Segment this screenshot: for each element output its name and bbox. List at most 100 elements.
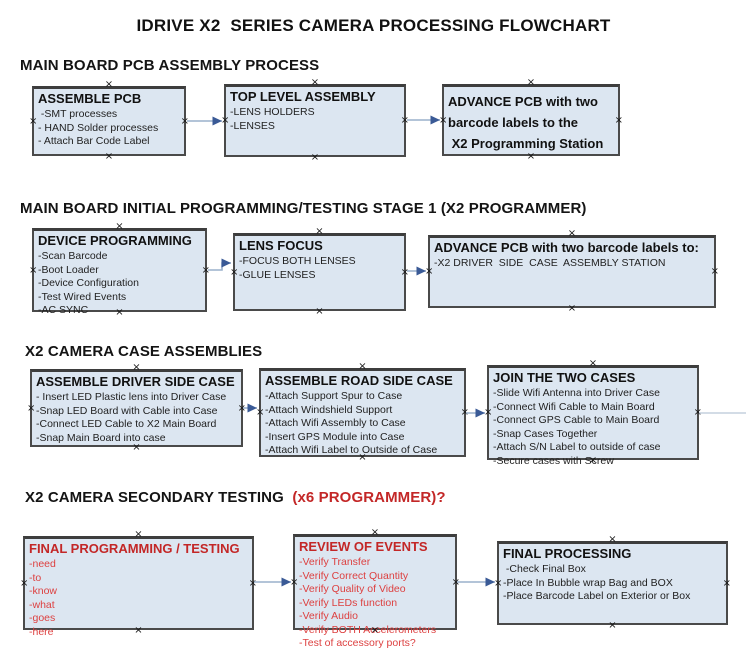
box-advance-pcb-programming-station: ADVANCE PCB with two barcode labels to t… <box>439 78 623 162</box>
section-header-secondary-testing: X2 CAMERA SECONDARY TESTING (x6 PROGRAMM… <box>25 489 446 506</box>
connector-handle: × <box>567 228 577 239</box>
section-header-pcb-assembly: MAIN BOARD PCB ASSEMBLY PROCESS <box>20 57 320 74</box>
box-title: ASSEMBLE PCB <box>38 91 142 106</box>
box-lens-focus: LENS FOCUS -FOCUS BOTH LENSES-GLUE LENSE… <box>230 227 409 317</box>
connector-handle: × <box>27 402 36 414</box>
box-assemble-road-side-case: ASSEMBLE ROAD SIDE CASE -Attach Support … <box>256 362 469 463</box>
box-join-the-two-cases: JOIN THE TWO CASES -Slide Wifi Antenna i… <box>484 359 702 467</box>
box-item: -Insert GPS Module into Case <box>265 430 405 443</box>
connector-handle: × <box>526 151 536 162</box>
box-items: -X2 DRIVER SIDE CASE ASSEMBLY STATION <box>434 257 712 271</box>
box-item: -Test of accessory ports? <box>299 637 416 649</box>
box-item: -Test Wired Events <box>38 290 127 303</box>
connector-handle: × <box>134 529 143 540</box>
connector-handle: × <box>290 576 299 588</box>
box-item: -what <box>29 598 55 611</box>
box-item: -Snap LED Board with Cable into Case <box>36 404 218 417</box>
box-item: -need <box>29 558 56 570</box>
connector-handle: × <box>256 407 265 418</box>
page-title: IDRIVE X2 SERIES CAMERA PROCESSING FLOWC… <box>136 16 611 35</box>
box-final-processing: FINAL PROCESSING -Check Final Box-Place … <box>494 535 731 631</box>
box-title: JOIN THE TWO CASES <box>493 370 636 385</box>
box-item: -Scan Barcode <box>38 250 108 262</box>
box-item: -know <box>29 585 58 597</box>
section-header-initial-programming: MAIN BOARD INITIAL PROGRAMMING/TESTING S… <box>20 200 587 217</box>
box-item: -Verify Correct Quantity <box>299 569 409 582</box>
box-assemble-pcb: ASSEMBLE PCB -SMT processes- HAND Solder… <box>29 80 189 162</box>
box-item: -Attach Wifi Label to Outside of Case <box>265 444 438 456</box>
connector-handle: × <box>526 77 536 88</box>
box-items: -LENS HOLDERS-LENSES <box>230 106 402 133</box>
box-item: -Verify Audio <box>299 610 358 622</box>
box-item: -Boot Loader <box>38 263 99 276</box>
connector-handle: × <box>439 114 448 126</box>
box-item: -Attach Wifi Assembly to Case <box>265 417 406 429</box>
box-item: -Connect LED Cable to X2 Main Board <box>36 418 217 430</box>
connector-handle: × <box>425 266 434 277</box>
box-review-of-events: REVIEW OF EVENTS -Verify Transfer-Verify… <box>290 528 460 650</box>
box-item: -to <box>29 571 42 584</box>
box-item: -Device Configuration <box>38 277 139 289</box>
box-item: - Attach Bar Code Label <box>38 135 150 147</box>
connector-handle: × <box>608 620 617 631</box>
box-advance-pcb-driver-side: ADVANCE PCB with two barcode labels to: … <box>425 229 719 314</box>
box-item: -here <box>29 625 54 638</box>
connector-handle: × <box>310 77 320 88</box>
box-item: -Attach S/N Label to outside of case <box>493 441 661 453</box>
section-header-case-assemblies: X2 CAMERA CASE ASSEMBLIES <box>25 343 263 360</box>
box-item: -Place In Bubble wrap Bag and BOX <box>503 576 673 589</box>
box-item: -Snap Cases Together <box>493 427 598 440</box>
box-item: -LENSES <box>230 119 275 132</box>
box-title: ADVANCE PCB with two barcode labels to t… <box>448 94 604 151</box>
connector-handle: × <box>132 362 141 373</box>
box-title: REVIEW OF EVENTS <box>299 539 428 554</box>
connector-handle: × <box>20 577 29 589</box>
box-title: FINAL PROCESSING <box>503 546 632 561</box>
connector-handle: × <box>104 151 114 162</box>
box-item: -goes <box>29 612 56 624</box>
box-top-level-assembly: TOP LEVEL ASSEMBLY -LENS HOLDERS-LENSES … <box>221 78 409 163</box>
box-item: -Attach Support Spur to Case <box>265 390 403 402</box>
connector-handle: × <box>221 115 230 126</box>
connector-handle: × <box>315 306 324 317</box>
box-items: -FOCUS BOTH LENSES-GLUE LENSES <box>239 255 402 282</box>
box-item: -LENS HOLDERS <box>230 106 315 118</box>
box-item: -Check Final Box <box>503 563 586 575</box>
box-item: -Verify Transfer <box>299 556 371 568</box>
box-item: -Verify BOTH Accelerometers <box>299 623 437 636</box>
connector-handle: × <box>115 221 124 232</box>
box-item: -Place Barcode Label on Exterior or Box <box>503 590 691 602</box>
box-title: ASSEMBLE DRIVER SIDE CASE <box>36 374 235 389</box>
box-items: -Attach Support Spur to Case-Attach Wind… <box>265 390 462 458</box>
box-item: -Connect GPS Cable to Main Board <box>493 414 660 426</box>
arrow-deviceprog-to-lensfocus <box>208 258 231 271</box>
connector-handle: × <box>230 266 239 278</box>
connector-handle: × <box>567 303 577 314</box>
box-item: -Verify LEDs function <box>299 596 398 609</box>
box-items: - Insert LED Plastic lens into Driver Ca… <box>36 391 239 445</box>
connector-handle: × <box>484 407 493 418</box>
box-title: FINAL PROGRAMMING / TESTING <box>29 541 240 556</box>
box-title: ADVANCE PCB with two barcode labels to: <box>434 240 699 255</box>
box-title: ASSEMBLE ROAD SIDE CASE <box>265 373 453 388</box>
box-item: -X2 DRIVER SIDE CASE ASSEMBLY STATION <box>434 257 666 269</box>
section-header-secondary-testing-text: X2 CAMERA SECONDARY TESTING <box>25 489 289 506</box>
box-title: DEVICE PROGRAMMING <box>38 233 192 248</box>
box-item: -FOCUS BOTH LENSES <box>239 255 356 267</box>
connector-handle: × <box>370 527 380 538</box>
box-item: -GLUE LENSES <box>239 268 316 281</box>
box-items: -Verify Transfer-Verify Correct Quantity… <box>299 556 453 651</box>
box-item: -Snap Main Board into case <box>36 431 166 444</box>
section-header-secondary-testing-red-text: (x6 PROGRAMMER)? <box>288 489 446 506</box>
box-items: -Check Final Box-Place In Bubble wrap Ba… <box>503 563 724 604</box>
box-item: -SMT processes <box>38 108 118 120</box>
box-item: -Slide Wifi Antenna into Driver Case <box>493 387 660 399</box>
connector-handle: × <box>608 534 617 545</box>
connector-handle: × <box>310 152 320 163</box>
box-item: -AC SYNC <box>38 304 89 316</box>
connector-handle: × <box>358 361 367 372</box>
connector-handle: × <box>315 226 324 237</box>
box-title: LENS FOCUS <box>239 238 323 253</box>
box-items: -Scan Barcode-Boot Loader-Device Configu… <box>38 250 203 318</box>
box-items: -need-to-know-what-goes-here <box>29 558 250 639</box>
